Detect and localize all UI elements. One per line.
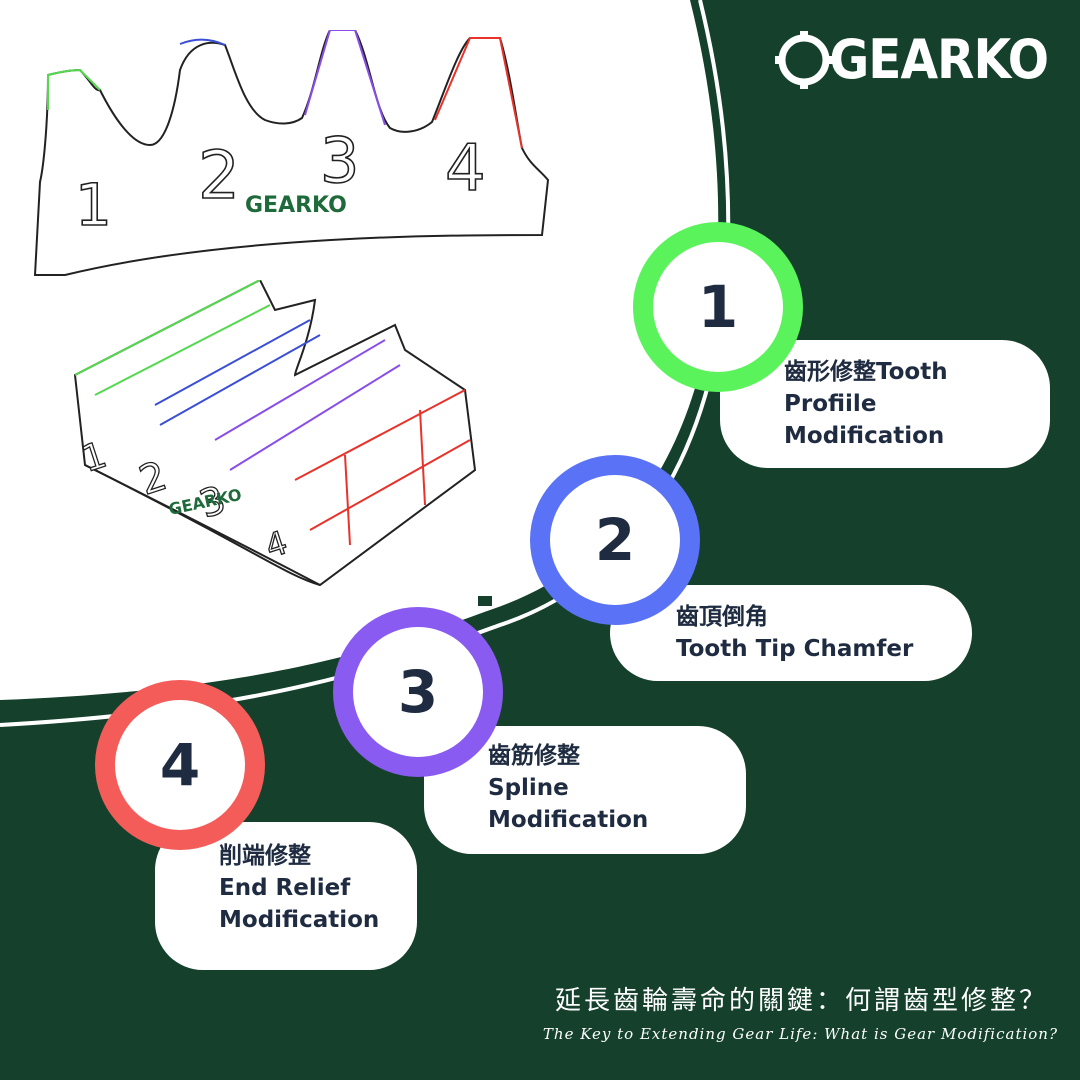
step-1-number: 1 — [697, 273, 739, 341]
step-4-badge: 4 — [95, 680, 265, 850]
step-4-label-line2: End Relief — [219, 875, 351, 901]
step-4-label-cn: 削端修整 — [219, 843, 311, 869]
profile-label-3: 3 — [320, 124, 359, 197]
step-4-number: 4 — [159, 731, 201, 799]
brand-logo: GEARKO — [773, 28, 1049, 91]
step-4-card: 削端修整 End Relief Modification — [155, 822, 417, 970]
step-2-label-line2: Tooth Tip Chamfer — [676, 636, 914, 662]
step-3-badge: 3 — [333, 607, 503, 777]
step-2-label-cn: 齒頂倒角 — [676, 604, 768, 630]
step-3-number: 3 — [397, 658, 439, 726]
step-4-label-line3: Modification — [219, 907, 380, 933]
profile-label-2: 2 — [198, 137, 240, 214]
gear-notch — [478, 596, 492, 606]
brand-logo-text: GEARKO — [829, 28, 1049, 91]
step-1-label-line2: Profiile — [784, 391, 877, 417]
step-3-label-line3: Modification — [488, 807, 649, 833]
gear-block-diagram: 1 2 3 4 GEARKO — [73, 280, 477, 587]
step-1-label-line3: Modification — [784, 423, 945, 449]
step-1-label-cn: 齒形修整Tooth — [784, 359, 948, 385]
step-2-number: 2 — [594, 506, 636, 574]
footer-title-en: The Key to Extending Gear Life: What is … — [542, 1025, 1058, 1043]
step-2-card: 齒頂倒角 Tooth Tip Chamfer — [610, 585, 972, 681]
step-3-label-line2: Spline — [488, 775, 569, 801]
step-2-badge: 2 — [530, 455, 700, 625]
gear-profile-diagram: 1 2 3 4 GEARKO — [33, 30, 550, 276]
profile-label-4: 4 — [445, 132, 486, 206]
step-3-label-cn: 齒筋修整 — [488, 743, 580, 769]
profile-label-1: 1 — [75, 171, 112, 239]
footer-title-cn: 延長齒輪壽命的關鍵：何謂齒型修整？ — [554, 986, 1048, 1016]
gear-logo-icon — [775, 30, 834, 89]
step-1-badge: 1 — [633, 222, 803, 392]
profile-inline-logo: GEARKO — [245, 193, 347, 218]
